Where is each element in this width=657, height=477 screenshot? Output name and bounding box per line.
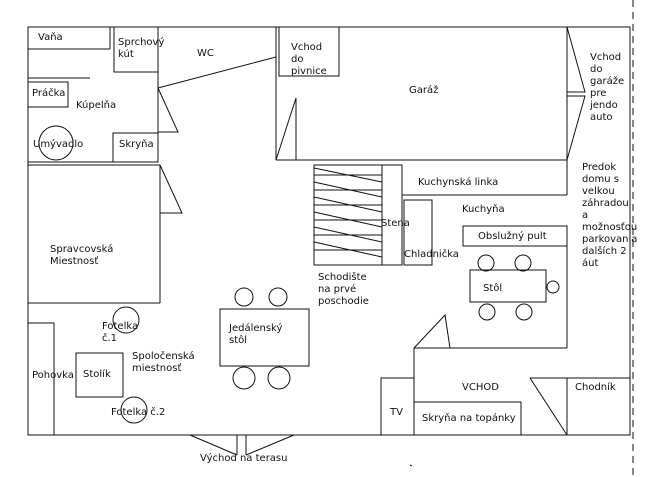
chair: [477, 254, 495, 272]
kitchen-wall-panel: [381, 164, 403, 266]
stair-diag: [313, 226, 383, 243]
chair: [546, 280, 560, 294]
stair-diag: [313, 196, 383, 213]
dining-table: [219, 308, 310, 367]
label-service-counter: Obslužný pult: [478, 231, 547, 242]
chair: [268, 287, 288, 307]
label-armchair-2: Fotelka č.2: [111, 407, 166, 418]
label-bathroom: Kúpelňa: [76, 100, 117, 111]
label-tv: TV: [390, 407, 403, 418]
armchair-1: [112, 306, 140, 334]
mark: [409, 464, 413, 467]
label-vana: Vaňa: [38, 32, 63, 43]
door: [159, 164, 183, 214]
door: [157, 87, 179, 133]
label-dining-table: Jedálenský stôl: [229, 323, 283, 346]
stair-diag: [313, 181, 383, 198]
label-basement-entrance: Vchod do pivnice: [291, 42, 327, 77]
label-sofa: Pohovka: [32, 370, 74, 381]
sink-circle: [38, 125, 74, 161]
chair: [232, 366, 256, 390]
wall: [529, 377, 568, 436]
wall: [157, 56, 277, 89]
chair: [514, 254, 532, 272]
stair-diag: [313, 167, 383, 183]
label-entrance: VCHOD: [462, 382, 499, 393]
kitchen-table: [469, 269, 547, 303]
garage-door: [566, 26, 586, 93]
door: [413, 313, 451, 349]
fridge: [403, 199, 433, 266]
label-garage-entrance: Vchod do garáže pre jendo auto: [590, 52, 625, 123]
label-wc: WC: [197, 48, 214, 59]
washing-machine: [27, 81, 69, 108]
garage-inner-door: [275, 97, 297, 161]
stair-diag: [313, 241, 383, 258]
terrace-door: [245, 434, 295, 456]
label-front-yard: Predok domu s velkou záhradou a možnosťo…: [582, 162, 638, 269]
label-fridge: Chladnička: [404, 249, 459, 260]
chair: [267, 366, 291, 390]
terrace-door: [189, 434, 238, 456]
label-sink: Umývadlo: [33, 139, 84, 150]
label-admin-room: Spravcovská Miestnosť: [50, 244, 114, 267]
label-sidewalk: Chodník: [575, 382, 616, 393]
label-terrace-exit: Východ na terasu: [200, 453, 288, 464]
label-shoe-cabinet: Skryňa na topánky: [422, 413, 516, 424]
label-table: Stôl: [483, 283, 503, 294]
label-wall: Stena: [381, 218, 410, 229]
chair: [515, 303, 533, 321]
label-wardrobe: Skryňa: [119, 139, 154, 150]
sofa: [27, 322, 55, 436]
label-washing-machine: Práčka: [32, 88, 66, 99]
chair: [234, 287, 254, 307]
label-staircase: Schodište na prvé poschodie: [318, 272, 369, 307]
garage-door: [566, 95, 586, 161]
chair: [478, 303, 496, 321]
shoe-cabinet: [413, 401, 522, 436]
label-garage: Garáž: [409, 85, 439, 96]
label-armchair-1: Fotelka č.1: [102, 321, 139, 344]
label-kitchen: Kuchyňa: [462, 204, 505, 215]
coffee-table: [75, 352, 124, 398]
label-kitchen-line: Kuchynská linka: [418, 177, 499, 188]
basement-entrance: [278, 26, 340, 77]
label-living-room: Spoločenská miestnosť: [132, 351, 195, 374]
label-coffee-table: Stolík: [83, 369, 111, 380]
wardrobe: [112, 132, 159, 163]
armchair-2: [120, 396, 148, 424]
label-shower: Sprchový kút: [118, 37, 165, 60]
stair-diag: [313, 211, 383, 228]
